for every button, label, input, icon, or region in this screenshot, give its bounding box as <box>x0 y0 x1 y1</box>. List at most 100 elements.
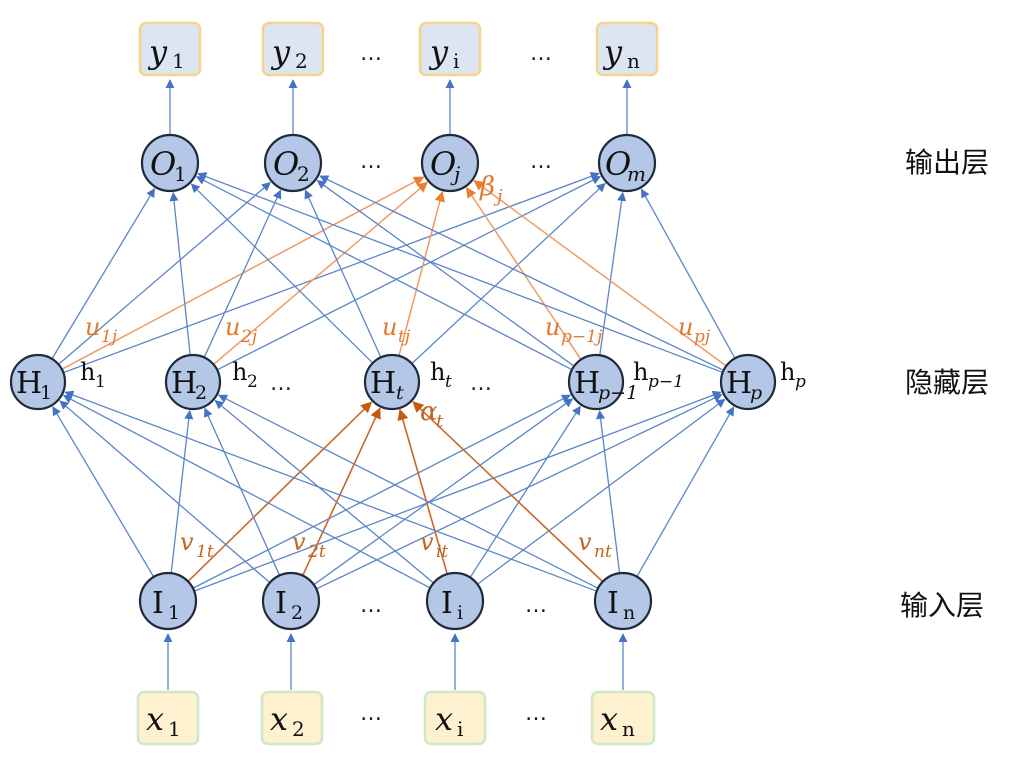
edge-h5-oj <box>473 180 727 367</box>
oj-sub: j <box>450 162 460 186</box>
svg-text:1: 1 <box>168 602 180 624</box>
hidden-side-label-t: h t <box>430 358 452 392</box>
svg-text:v: v <box>292 528 306 556</box>
yn-sub: n <box>627 49 640 73</box>
y1-main: y <box>147 33 168 71</box>
svg-text:j: j <box>493 186 503 207</box>
output-node-2: O 2 <box>263 133 323 193</box>
edge-h2-o1 <box>169 191 191 356</box>
oj-main: O <box>430 145 456 183</box>
hidden-side-label-p-1: h p−1 <box>633 358 684 392</box>
svg-text:H: H <box>171 366 197 401</box>
weight-vit-label: v it <box>420 528 448 562</box>
edge-h4-o4 <box>599 191 627 356</box>
svg-text:p: p <box>750 382 762 404</box>
svg-text:u: u <box>85 313 100 341</box>
svg-text:i: i <box>457 717 463 741</box>
svg-text:H: H <box>574 366 600 401</box>
edge-i4-h4 <box>596 409 621 574</box>
edge-i3-h5 <box>477 398 726 585</box>
svg-text:nt: nt <box>594 542 612 562</box>
svg-text:α: α <box>420 397 438 427</box>
ellipsis-i-1: … <box>360 593 382 618</box>
svg-text:h: h <box>780 358 795 386</box>
svg-text:p−1: p−1 <box>648 372 684 392</box>
weight-v2t-label: v 2t <box>292 528 326 562</box>
edge-i2-h1 <box>59 400 271 584</box>
edge-i2-h2 <box>204 407 281 576</box>
ellipsis-o-2: … <box>530 149 552 174</box>
weight-vnt-label: v nt <box>578 528 612 562</box>
om-main: O <box>605 145 631 183</box>
input-node-1: I 1 <box>138 571 198 631</box>
input-node-n: I n <box>593 571 653 631</box>
svg-text:tj: tj <box>398 327 411 347</box>
output-y-box-i: y i <box>418 21 482 77</box>
weight-v1t-label: v 1t <box>180 528 214 562</box>
svg-text:I: I <box>275 586 287 621</box>
svg-text:2: 2 <box>247 372 258 392</box>
input-node-i: I i <box>425 571 485 631</box>
edge-i3-h2 <box>214 400 434 584</box>
svg-text:2: 2 <box>195 382 207 404</box>
svg-text:t: t <box>436 411 444 432</box>
yn-main: y <box>602 33 623 71</box>
edge-i2-h4 <box>313 398 574 586</box>
output-y-box-2: y 2 <box>261 21 325 77</box>
svg-text:2: 2 <box>292 717 305 741</box>
om-sub: m <box>627 162 646 186</box>
edge-h3-o4 <box>411 182 606 365</box>
edge-h1-o1 <box>51 187 156 360</box>
edge-i1-ht <box>187 401 373 582</box>
edge-h2-o4 <box>216 175 602 371</box>
svg-text:u: u <box>382 313 397 341</box>
svg-text:2j: 2j <box>240 327 258 347</box>
ellipsis-i-2: … <box>525 593 547 618</box>
svg-text:2: 2 <box>291 602 303 624</box>
ellipsis-x-2: … <box>525 701 547 726</box>
svg-text:x: x <box>270 700 288 738</box>
output-node-1: O 1 <box>140 133 200 193</box>
svg-text:u: u <box>545 313 560 341</box>
edge-h3-o2 <box>304 189 382 358</box>
weight-utj-label: u tj <box>382 313 411 347</box>
edge-h4-o2 <box>316 180 575 367</box>
hidden-side-label-1: h 1 <box>80 358 106 392</box>
hidden-node-p: H p <box>719 353 777 411</box>
svg-text:h: h <box>80 358 95 386</box>
svg-text:x: x <box>435 700 453 738</box>
svg-text:I: I <box>152 586 164 621</box>
edge-h5-o4 <box>640 188 736 359</box>
connection-edges <box>51 172 736 592</box>
edge-i1-h1 <box>52 406 155 578</box>
svg-text:H: H <box>726 366 752 401</box>
weight-upj-label: u pj <box>678 313 711 347</box>
svg-text:p: p <box>795 372 806 392</box>
svg-text:p−1j: p−1j <box>561 327 603 347</box>
output-y-box-1: y 1 <box>138 21 202 77</box>
y2-sub: 2 <box>295 49 308 73</box>
weight-up1j-label: u p−1j <box>545 313 603 347</box>
svg-text:p−1: p−1 <box>598 382 638 404</box>
svg-text:pj: pj <box>694 327 711 347</box>
yi-sub: i <box>453 49 459 73</box>
edge-h4-o1 <box>195 176 573 371</box>
edge-i2-h5 <box>315 393 723 590</box>
weight-u2j-label: u 2j <box>225 313 258 347</box>
hidden-node-p-1: H p−1 <box>567 353 638 411</box>
o2-main: O <box>273 145 299 183</box>
hidden-layer-label: 隐藏层 <box>905 366 989 399</box>
svg-text:i: i <box>457 602 463 624</box>
input-x-box-2: x 2 <box>260 690 324 746</box>
edge-i1-h4 <box>192 394 571 589</box>
input-node-2: I 2 <box>261 571 321 631</box>
hidden-node-1: H 1 <box>9 353 67 411</box>
svg-text:t: t <box>396 382 404 404</box>
y2-main: y <box>270 33 291 71</box>
svg-text:u: u <box>678 313 693 341</box>
edge-i4-h5 <box>636 406 735 578</box>
svg-text:t: t <box>445 372 452 392</box>
ellipsis-h-1: … <box>270 371 292 396</box>
svg-text:H: H <box>370 366 396 401</box>
output-node-m: O m <box>597 133 657 193</box>
